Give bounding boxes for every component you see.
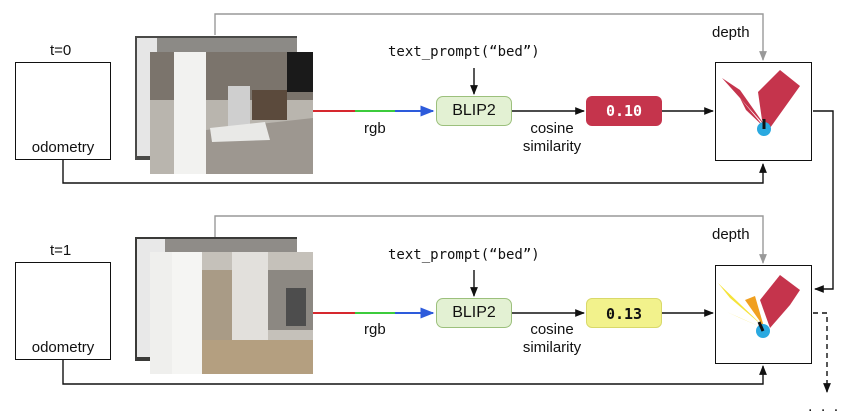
- odometry-arrow-row2: [62, 360, 767, 385]
- rgb-frame-stack-row1: [135, 36, 313, 174]
- text-prompt-row1: text_prompt(“bed”): [388, 44, 540, 60]
- value-map-panel-row2: [715, 265, 812, 364]
- score-badge-row1: 0.10: [586, 96, 662, 126]
- similarity-label-row1: similarity: [522, 138, 582, 155]
- blip2-model-box-row2: BLIP2: [436, 298, 512, 328]
- value-map-row1: [722, 70, 800, 136]
- time-label-row2: t=1: [50, 242, 72, 259]
- depth-arrow-row2: [214, 215, 767, 264]
- depth-label-row2: depth: [712, 226, 750, 243]
- blip2-model-box-row1: BLIP2: [436, 96, 512, 126]
- similarity-label-row2: similarity: [522, 339, 582, 356]
- odometry-panel-row1: [15, 62, 111, 160]
- depth-label-row1: depth: [712, 24, 750, 41]
- cosine-label-row1: cosine: [530, 120, 574, 137]
- continuation-arrow: [813, 312, 831, 393]
- odometry-label-row1: odometry: [31, 139, 95, 156]
- rgb-label-row2: rgb: [364, 321, 386, 338]
- continuation-ellipsis: . . .: [808, 398, 841, 415]
- time-label-row1: t=0: [50, 42, 72, 59]
- rgb-frame-stack-row2: [135, 237, 313, 374]
- value-map-panel-row1: [715, 62, 812, 161]
- map-transition-arrow: [813, 110, 834, 293]
- cosine-label-row2: cosine: [530, 321, 574, 338]
- value-map-row2: [718, 275, 800, 338]
- text-prompt-row2: text_prompt(“bed”): [388, 247, 540, 263]
- depth-arrow-row1: [214, 13, 767, 61]
- score-badge-row2: 0.13: [586, 298, 662, 328]
- rgb-label-row1: rgb: [364, 120, 386, 137]
- odometry-label-row2: odometry: [31, 339, 95, 356]
- odometry-arrow-row1: [62, 160, 767, 184]
- odometry-panel-row2: [15, 262, 111, 360]
